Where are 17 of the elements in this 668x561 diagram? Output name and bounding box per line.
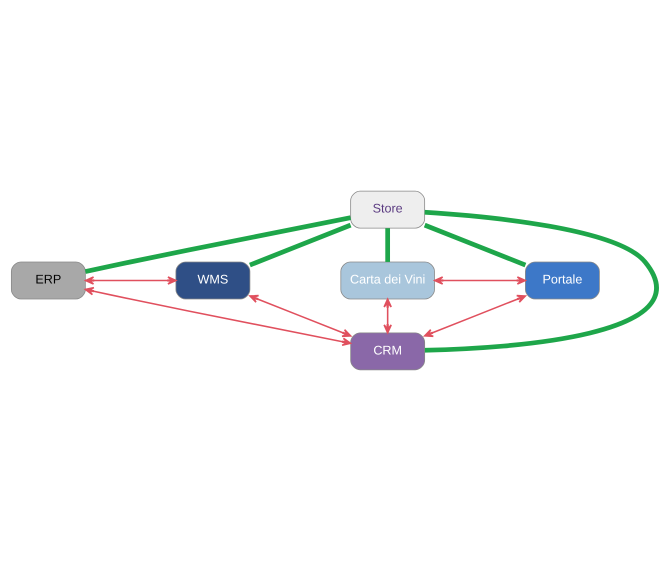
arrow bbox=[383, 298, 392, 334]
node-box: WMS bbox=[176, 262, 250, 300]
connector bbox=[424, 210, 658, 353]
node-box: CRM bbox=[350, 332, 426, 370]
node-box: Store bbox=[350, 190, 426, 229]
arrow bbox=[84, 286, 352, 346]
connector bbox=[424, 222, 526, 268]
arrow bbox=[434, 276, 526, 285]
connector bbox=[84, 215, 351, 274]
connector bbox=[385, 228, 390, 262]
connector bbox=[249, 222, 352, 268]
node-box: ERP bbox=[10, 262, 86, 300]
node-box: Carta dei Vini bbox=[340, 262, 435, 300]
node-box: Portale bbox=[525, 262, 600, 300]
arrow bbox=[249, 294, 352, 338]
arrow bbox=[84, 276, 177, 285]
arrow bbox=[424, 294, 526, 338]
